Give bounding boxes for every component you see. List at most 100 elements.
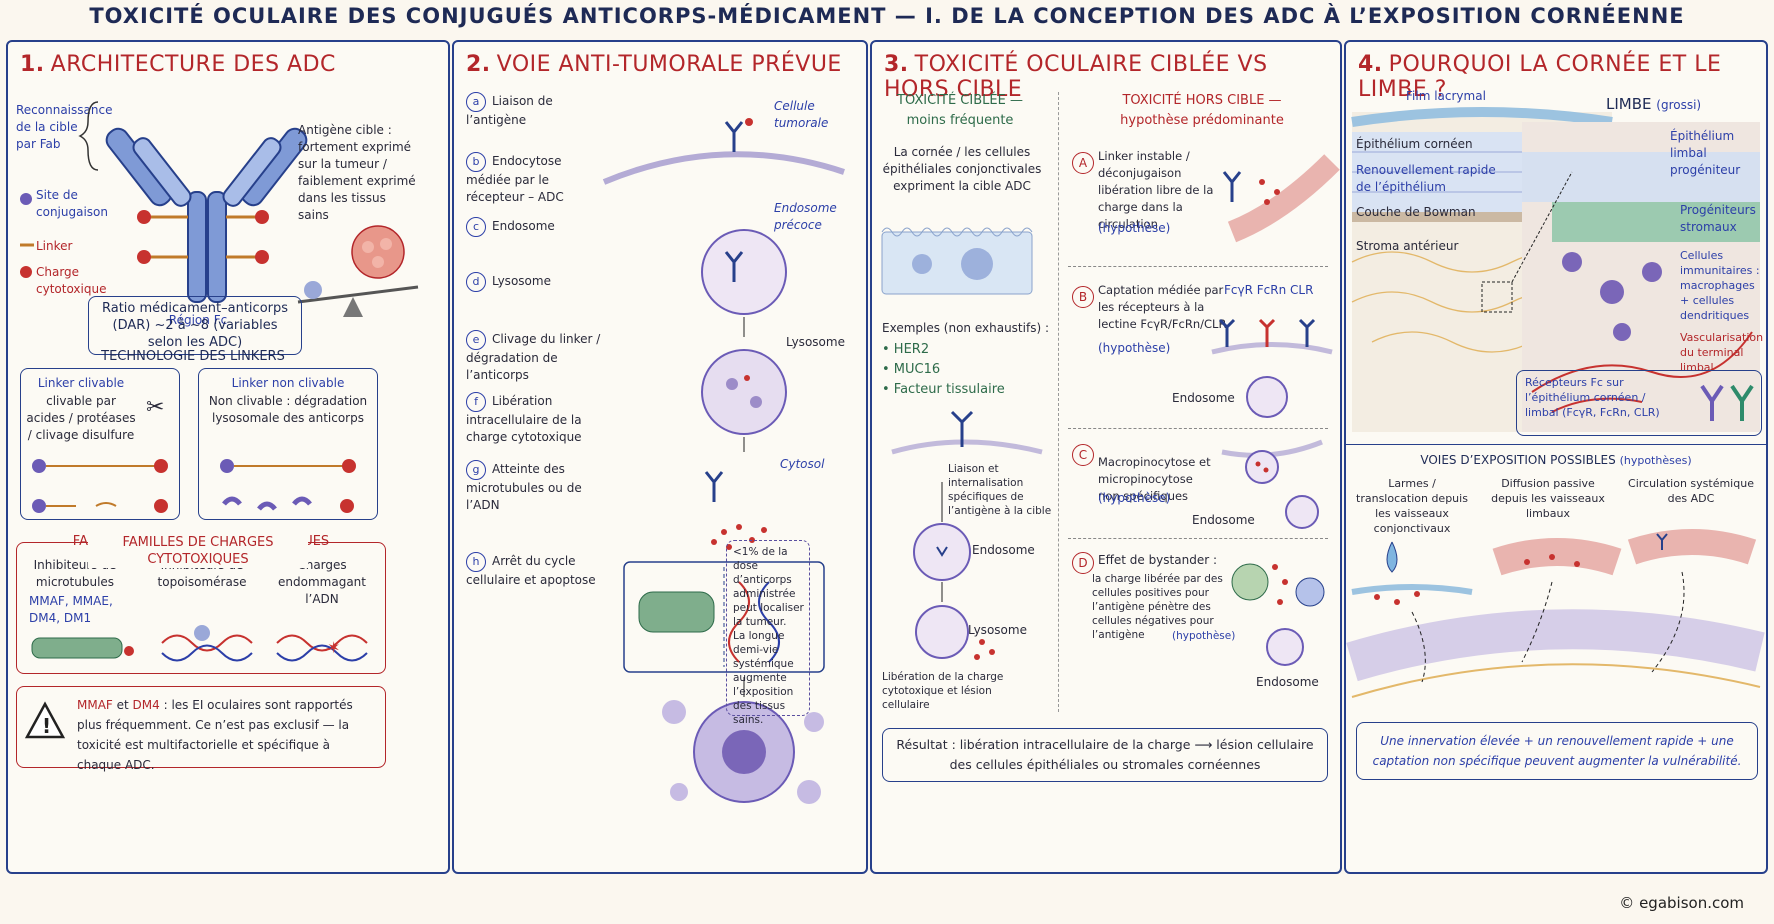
note-dose: <1% de la dose d’anticorps administrée p… xyxy=(733,546,804,628)
on-target-text: La cornée / les cellules épithéliales co… xyxy=(882,145,1042,193)
step-text-e: Clivage du linker / dégradation de l’ant… xyxy=(466,332,601,382)
stromal-progenitors-label: Progéniteurs stromaux xyxy=(1680,203,1756,234)
non-cleavable-title: Linker non clivable xyxy=(231,376,345,390)
examples-list: • HER2 • MUC16 • Facteur tissulaire xyxy=(882,340,1005,400)
step-text-c: Endosome xyxy=(492,219,555,233)
panel-architecture: 1.ARCHITECTURE DES ADC Reconnaissance de… xyxy=(6,40,450,874)
cleavable-title: Linker clivable xyxy=(37,376,125,390)
mechanism-c-icon xyxy=(1221,439,1323,529)
mechanism-d-hypothesis: (hypothèse) xyxy=(1172,630,1236,642)
renewal-label: Renouvellement rapide de l’épithélium xyxy=(1356,163,1496,194)
legend-icons xyxy=(20,193,34,278)
route-tears: Larmes / translocation depuis les vaisse… xyxy=(1356,477,1468,535)
mechanism-b-badge: B xyxy=(1072,286,1094,308)
column-divider xyxy=(1058,92,1059,712)
examples-label: Exemples (non exhaustifs) : xyxy=(882,321,1049,335)
mechanism-d-text: la charge libérée par des cellules posit… xyxy=(1092,573,1223,641)
antigen-text: Antigène cible : fortement exprimé sur l… xyxy=(298,123,416,222)
step-marker-c: c xyxy=(466,217,486,237)
exposure-note-box: <1% de la dose d’anticorps administrée p… xyxy=(726,540,810,726)
warning-icon: ! xyxy=(24,701,66,739)
pathway-step-c: c Endosome xyxy=(466,217,606,237)
family-microtubule-examples: MMAF, MMAE, DM4, DM1 xyxy=(29,594,113,625)
vasculature-label: Vascularisation du terminal limbal xyxy=(1680,331,1764,374)
result-box: Résultat : libération intracellulaire de… xyxy=(882,728,1328,782)
mechanism-a-text: Linker instable / déconjugaison libérati… xyxy=(1098,149,1214,231)
panel-3-title: 3.TOXICITÉ OCULAIRE CIBLÉE VS HORS CIBLE xyxy=(884,52,1340,102)
example-item: • Facteur tissulaire xyxy=(882,382,1005,397)
mechanism-c-endosome: Endosome xyxy=(1192,513,1255,527)
routes-hypotheses: (hypothèses) xyxy=(1619,454,1692,467)
cornea-limbus-illustration xyxy=(1351,107,1760,432)
mechanism-a-vessel xyxy=(1222,154,1340,243)
cleavable-text: clivable par acides / protéases / clivag… xyxy=(26,394,136,442)
warning-dm4: DM4 xyxy=(132,698,160,712)
page-title: TOXICITÉ OCULAIRE DES CONJUGUÉS ANTICORP… xyxy=(89,4,1685,28)
on-target-endosome: Endosome xyxy=(972,543,1035,557)
step-marker-b: b xyxy=(466,152,486,172)
bowman-label: Couche de Bowman xyxy=(1356,205,1476,219)
off-target-title: TOXICITÉ HORS CIBLE — xyxy=(1122,93,1282,108)
exposure-routes-illustration xyxy=(1346,529,1765,698)
fc-receptor-box: Récepteurs Fc sur l’épithélium cornéen /… xyxy=(1516,370,1762,436)
copyright: © egabison.com xyxy=(1619,894,1744,912)
stroma-label: Stroma antérieur xyxy=(1356,239,1459,253)
non-cleavable-linker-icon xyxy=(220,459,356,513)
step-marker-h: h xyxy=(466,552,486,572)
step-text-b: Endocytose médiée par le récepteur – ADC xyxy=(466,154,564,204)
scissors-icon: ✂ xyxy=(146,395,165,420)
panel-2-number: 2. xyxy=(466,52,491,77)
example-item: • HER2 xyxy=(882,342,930,357)
on-target-release: Libération de la charge cytotoxique et l… xyxy=(882,671,1004,711)
example-item: • MUC16 xyxy=(882,362,941,377)
warning-box: ! MMAF et DM4 : les EI oculaires sont ra… xyxy=(16,686,386,772)
limbal-epithelium-label: Épithélium limbal progéniteur xyxy=(1670,129,1741,177)
limbus-magnified: (grossi) xyxy=(1656,98,1702,112)
epithelium-label: Épithélium cornéen xyxy=(1356,137,1473,151)
step-marker-d: d xyxy=(466,272,486,292)
cleavable-linker-box: Linker clivable clivable par acides / pr… xyxy=(20,368,180,520)
mechanism-d-badge: D xyxy=(1072,552,1094,574)
payload-families-icons: ✶ xyxy=(31,625,368,662)
step-marker-f: f xyxy=(466,392,486,412)
warning-mmaf: MMAF xyxy=(77,698,113,712)
route-systemic: Circulation systémique des ADC xyxy=(1628,477,1754,505)
mechanism-d-title: Effet de bystander : xyxy=(1098,553,1217,567)
fc-receptor-text: Récepteurs Fc sur l’épithélium cornéen /… xyxy=(1525,376,1660,419)
panel-4-divider xyxy=(1346,444,1766,445)
mechanism-b-receptors: FcγR FcRn CLR xyxy=(1224,283,1314,297)
limbus-label: LIMBE (grossi) xyxy=(1606,96,1701,114)
routes-title: VOIES D’EXPOSITION POSSIBLES xyxy=(1420,453,1616,467)
pathway-illustration xyxy=(602,118,845,804)
step-marker-g: g xyxy=(466,460,486,480)
route-diffusion: Diffusion passive depuis les vaisseaux l… xyxy=(1491,477,1605,520)
panel-1-title: 1.ARCHITECTURE DES ADC xyxy=(20,52,336,77)
warning-and: et xyxy=(112,698,133,712)
panel-4-heading: POURQUOI LA CORNÉE ET LE LIMBE ? xyxy=(1358,52,1722,102)
panel-toxicity: 3.TOXICITÉ OCULAIRE CIBLÉE VS HORS CIBLE… xyxy=(870,40,1342,874)
panel-4-title: 4.POURQUOI LA CORNÉE ET LE LIMBE ? xyxy=(1358,52,1766,102)
mechanism-c-hypothesis: (hypothèse) xyxy=(1098,491,1171,505)
step-text-h: Arrêt du cycle cellulaire et apoptose xyxy=(466,554,596,587)
panel-2-heading: VOIE ANTI-TUMORALE PRÉVUE xyxy=(496,52,842,77)
mechanism-b-hypothesis: (hypothèse) xyxy=(1098,341,1171,355)
divider-a-b xyxy=(1068,266,1328,267)
step-text-f: Libération intracellulaire de la charge … xyxy=(466,394,582,444)
non-cleavable-linker-box: Linker non clivable Non clivable : dégra… xyxy=(198,368,378,520)
early-endosome-label: Endosome précoce xyxy=(774,201,837,232)
mechanism-a-hypothesis: (hypothèse) xyxy=(1098,221,1171,235)
note-halflife: La longue demi-vie systémique augmente l… xyxy=(733,630,794,726)
on-target-binding: Liaison et internalisation spécifiques d… xyxy=(948,463,1052,517)
dar-box: Ratio médicament–anticorps (DAR) ~2 à ~8… xyxy=(88,296,302,355)
lysosome-label: Lysosome xyxy=(786,335,845,349)
mechanism-b-receptor-icon xyxy=(1211,318,1333,418)
panel-cornea: 4.POURQUOI LA CORNÉE ET LE LIMBE ? Film … xyxy=(1344,40,1768,874)
conclusion-box: Une innervation élevée + un renouvelleme… xyxy=(1356,722,1758,780)
immune-cells-label: Cellules immunitaires : macrophages + ce… xyxy=(1680,249,1760,322)
panel-1-heading: ARCHITECTURE DES ADC xyxy=(50,52,336,77)
conjugation-site-label: Site de conjugaison xyxy=(36,188,108,219)
